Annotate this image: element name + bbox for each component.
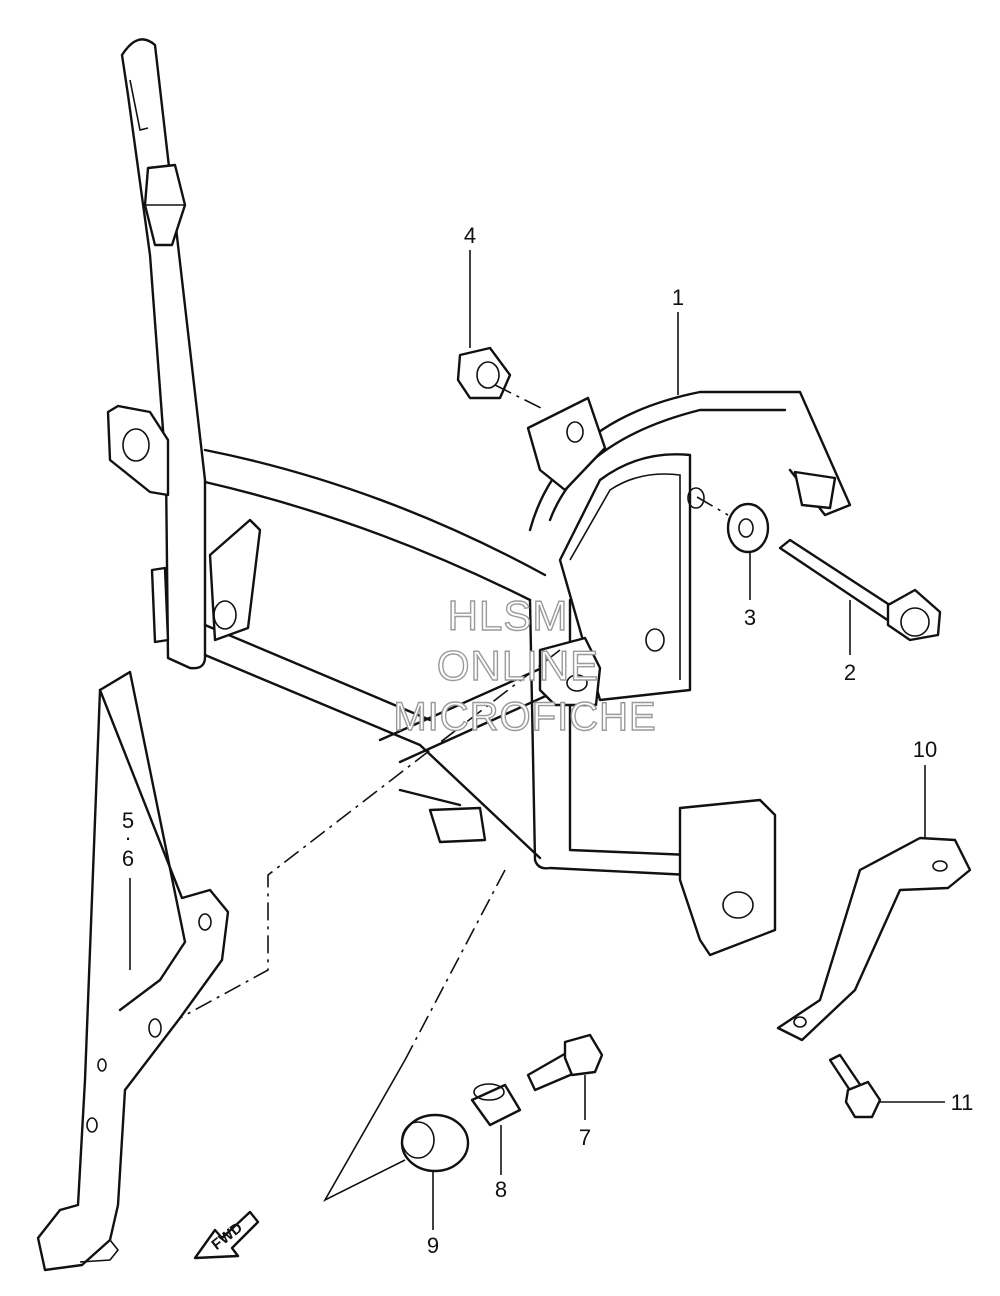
callout-2: 2	[844, 660, 856, 685]
watermark-line-1: HLSM	[448, 592, 569, 639]
frame-right-section	[526, 390, 852, 957]
callout-4: 4	[464, 223, 476, 248]
bolt-part-7	[526, 1033, 604, 1092]
callout-7: 7	[579, 1125, 591, 1150]
callout-5: 5	[122, 808, 134, 833]
grommet-part-9	[400, 1113, 470, 1173]
frame-cross-tubes	[203, 448, 572, 860]
nut-part-4	[456, 346, 512, 400]
bracket-part-5-6	[36, 670, 230, 1272]
bolt-part-2	[778, 538, 942, 642]
washer-part-3	[726, 502, 770, 554]
watermark-line-2: ONLINE	[437, 642, 599, 689]
callout-6: 6	[122, 846, 134, 871]
callout-11: 11	[951, 1090, 974, 1115]
callout-1: 1	[672, 285, 684, 310]
collar-part-8	[470, 1083, 522, 1127]
callout-8: 8	[495, 1177, 507, 1202]
callout-9: 9	[427, 1233, 439, 1258]
watermark-line-3: MICROFICHE	[393, 695, 656, 739]
frame-left-upright	[106, 38, 207, 670]
bolt-part-11	[828, 1053, 882, 1119]
callout-dot: ·	[124, 825, 131, 850]
leader-lines	[129, 250, 945, 1230]
watermark: HLSM ONLINE MICROFICHE	[393, 591, 657, 739]
callout-3: 3	[744, 605, 756, 630]
stay-part-10	[776, 836, 972, 1042]
assembly-lines	[179, 384, 729, 1061]
callout-10: 10	[913, 737, 937, 762]
callout-numbers: 1 2 3 4 5 · 6 7 8 9 10 11	[122, 223, 974, 1258]
forward-arrow-icon: FWD	[193, 1210, 260, 1260]
